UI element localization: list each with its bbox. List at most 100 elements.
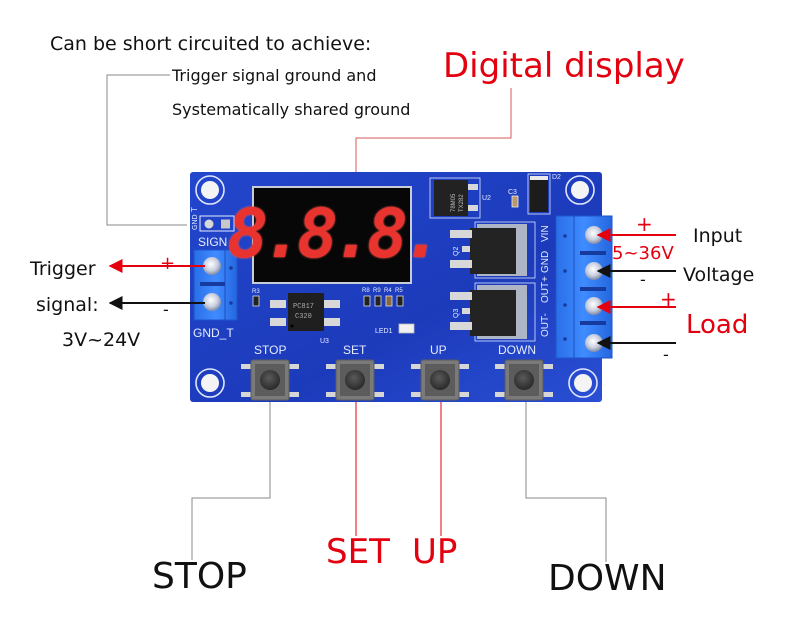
button-pad — [411, 364, 421, 369]
silk-up: UP — [430, 343, 447, 357]
button-pad — [326, 392, 336, 397]
up-button[interactable] — [411, 359, 469, 401]
optocoupler-marking: PC817 — [293, 303, 314, 311]
silk-d2: D2 — [552, 174, 561, 181]
button-pad — [241, 364, 251, 369]
button-cap[interactable] — [260, 370, 280, 390]
stop-button[interactable] — [241, 359, 299, 401]
button-cap[interactable] — [345, 370, 365, 390]
trigger-label: Trigger — [30, 258, 96, 280]
button-pad — [495, 364, 505, 369]
mounting-hole-icon — [568, 368, 598, 398]
silk-out-minus: OUT- — [540, 313, 551, 337]
button-pad — [543, 392, 553, 397]
down-leader — [525, 400, 607, 562]
silk-r9: R9 — [373, 288, 381, 294]
button-pad — [289, 392, 299, 397]
regulator-marking: 78M05 — [451, 193, 457, 212]
input-minus-sign: - — [640, 270, 646, 289]
gnd-jumper — [199, 215, 235, 232]
silk-gnd-t: GND_T — [193, 326, 234, 340]
silk-u2: U2 — [482, 195, 491, 202]
signal-label: signal: — [36, 294, 99, 316]
silk-r3: R3 — [252, 289, 260, 295]
down-button[interactable] — [495, 359, 553, 401]
button-pad — [495, 392, 505, 397]
button-pad — [326, 364, 336, 369]
silk-r8: R8 — [362, 288, 370, 294]
digital-display — [252, 186, 412, 284]
button-pad — [289, 364, 299, 369]
trigger-minus-sign: - — [163, 300, 169, 319]
silk-gnd-left: GND — [192, 214, 199, 230]
resistor-r3 — [252, 295, 260, 307]
silk-r5: R5 — [395, 288, 403, 294]
button-cap[interactable] — [514, 370, 534, 390]
led-indicator — [398, 323, 415, 334]
voltage-label: Voltage — [683, 264, 755, 286]
power-terminal-block — [555, 215, 613, 359]
stop-leader — [191, 400, 271, 560]
silk-r4: R4 — [384, 288, 392, 294]
display-leader — [355, 88, 512, 186]
silk-set: SET — [343, 343, 367, 357]
input-label: Input — [693, 225, 743, 247]
silk-gnd-terminal: GND — [540, 251, 551, 273]
set-callout: SET — [326, 532, 390, 572]
resistor-r9 — [374, 295, 382, 307]
digital-display-label: Digital display — [443, 46, 685, 86]
input-range: 5~36V — [612, 243, 674, 264]
stop-callout: STOP — [152, 556, 247, 597]
set-button[interactable] — [326, 359, 384, 401]
silk-vin: VIN — [540, 225, 551, 242]
display-value: 8.8.8. — [227, 195, 443, 274]
regulator-marking: TX282 — [459, 194, 465, 212]
mosfet-q2 — [450, 221, 536, 279]
silk-down: DOWN — [498, 343, 536, 357]
silk-q2: Q2 — [453, 247, 460, 256]
button-pad — [374, 392, 384, 397]
silk-sign: SIGN — [198, 235, 227, 249]
silk-u3: U3 — [320, 338, 329, 345]
silk-stop: STOP — [254, 343, 286, 357]
button-pad — [374, 364, 384, 369]
mounting-hole-icon — [195, 175, 225, 205]
optocoupler-marking: C320 — [295, 313, 312, 321]
short-circuit-title: Can be short circuited to achieve: — [50, 33, 372, 55]
load-plus-sign: + — [660, 287, 677, 311]
short-circuit-line2: Systematically shared ground — [172, 100, 411, 119]
silk-c3: C3 — [508, 189, 517, 196]
button-pad — [459, 364, 469, 369]
mounting-hole-icon — [195, 368, 225, 398]
button-pad — [241, 392, 251, 397]
button-cap[interactable] — [430, 370, 450, 390]
short-circuit-line1: Trigger signal ground and — [172, 66, 377, 85]
trigger-plus-sign: + — [160, 253, 176, 274]
load-label: Load — [686, 310, 749, 340]
optocoupler-chip: PC817 C320 — [270, 293, 340, 331]
resistor-r5 — [396, 295, 404, 307]
diode-d2 — [527, 173, 551, 215]
regulator-chip: 78M05 TX282 — [429, 177, 481, 219]
button-pad — [543, 364, 553, 369]
resistor-r4 — [385, 295, 393, 307]
up-callout: UP — [412, 532, 458, 572]
down-callout: DOWN — [548, 558, 667, 599]
signal-range: 3V~24V — [62, 329, 141, 351]
capacitor-c3 — [511, 195, 519, 208]
short-circuit-leader — [106, 74, 187, 226]
screw-icon — [203, 257, 221, 275]
load-minus-sign: - — [663, 345, 669, 364]
silk-t-mark: T — [190, 207, 199, 212]
mounting-hole-icon — [565, 175, 595, 205]
button-pad — [459, 392, 469, 397]
mosfet-q3 — [450, 282, 536, 342]
button-pad — [411, 392, 421, 397]
input-plus-sign: + — [636, 212, 653, 236]
trigger-terminal-block — [193, 249, 238, 321]
silk-led1: LED1 — [375, 328, 393, 335]
silk-q3: Q3 — [453, 309, 460, 318]
resistor-r8 — [363, 295, 371, 307]
silk-out-plus: OUT+ — [540, 276, 551, 303]
